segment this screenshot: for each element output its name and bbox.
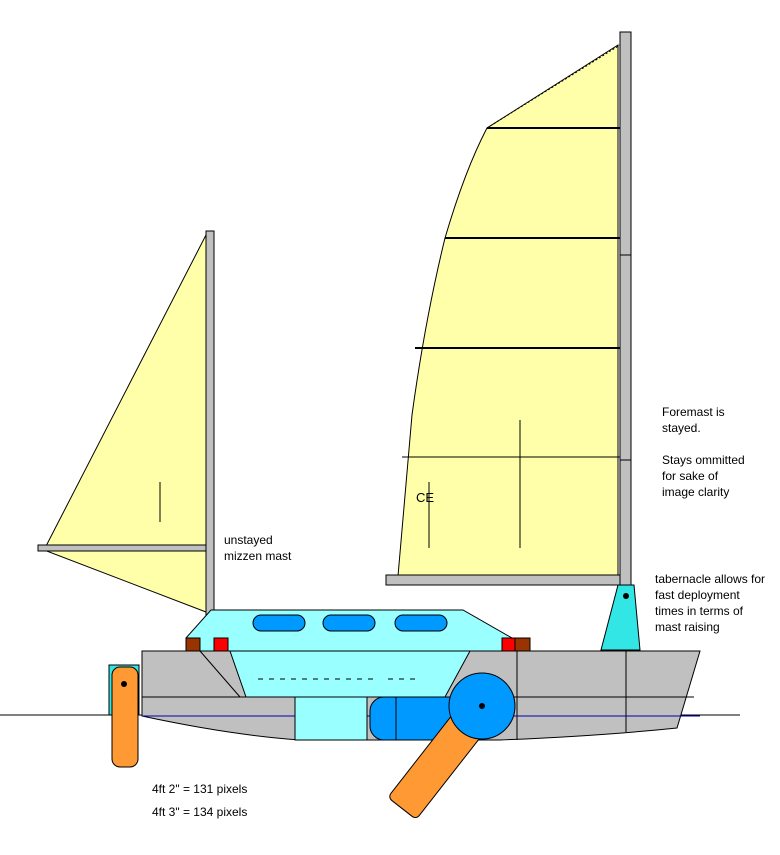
label-foremast-stayed: Foremast is stayed. <box>662 405 725 435</box>
rudder <box>111 666 139 768</box>
mizzen-mast <box>205 230 215 652</box>
rudder-pivot <box>121 681 127 687</box>
label-tabernacle: tabernacle allows for fast deployment ti… <box>655 572 766 634</box>
chock-aft-brown <box>185 637 201 652</box>
chock-aft-red <box>213 637 229 652</box>
cabin-window-2 <box>322 614 376 632</box>
ce-label: CE <box>416 490 434 505</box>
label-scale-2: 4ft 3" = 134 pixels <box>152 805 248 819</box>
label-scale-1: 4ft 2" = 131 pixels <box>152 782 248 796</box>
mizzen-boom <box>37 544 207 552</box>
cockpit-well <box>229 650 471 698</box>
foresail <box>397 44 619 577</box>
label-stays-omitted: Stays ommitted for sake of image clarity <box>662 453 745 499</box>
chock-fwd-red <box>501 637 516 652</box>
leeboard-pivot-dot <box>479 703 485 709</box>
foresail-boom <box>385 574 621 586</box>
mizzen-sail <box>43 234 207 613</box>
foremast <box>619 31 632 593</box>
cabin-window-3 <box>394 614 448 632</box>
tabernacle-pivot <box>623 593 629 599</box>
keel-box <box>294 696 368 741</box>
label-unstayed-mizzen: unstayed mizzen mast <box>224 533 292 563</box>
tabernacle <box>600 584 641 651</box>
chock-fwd-brown <box>514 637 531 652</box>
cabin-window-1 <box>252 614 306 632</box>
